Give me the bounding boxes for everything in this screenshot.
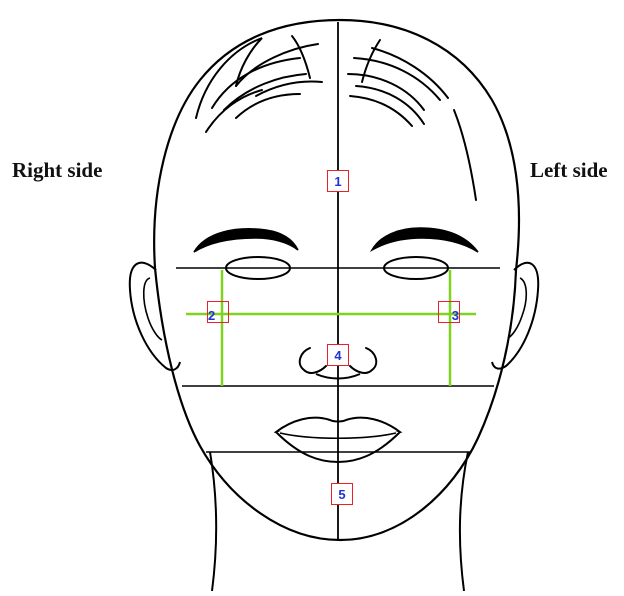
right-eyebrow <box>194 229 298 252</box>
region-marker-2-number: 2 <box>208 309 215 322</box>
region-marker-4: 4 <box>327 344 349 366</box>
right-ear <box>130 263 180 370</box>
right-side-label: Right side <box>12 158 102 183</box>
region-marker-3-number: 3 <box>452 309 459 322</box>
left-eyebrow <box>372 228 478 252</box>
region-marker-5-number: 5 <box>338 488 345 501</box>
region-marker-1: 1 <box>327 170 349 192</box>
region-marker-5: 5 <box>331 483 353 505</box>
neck-right <box>460 452 468 591</box>
green-guides <box>186 270 476 386</box>
region-marker-3: 3 <box>438 301 460 323</box>
region-marker-4-number: 4 <box>334 349 341 362</box>
region-marker-1-number: 1 <box>334 175 341 188</box>
region-marker-2: 2 <box>207 301 229 323</box>
neck-left <box>210 452 216 591</box>
left-side-label: Left side <box>530 158 608 183</box>
